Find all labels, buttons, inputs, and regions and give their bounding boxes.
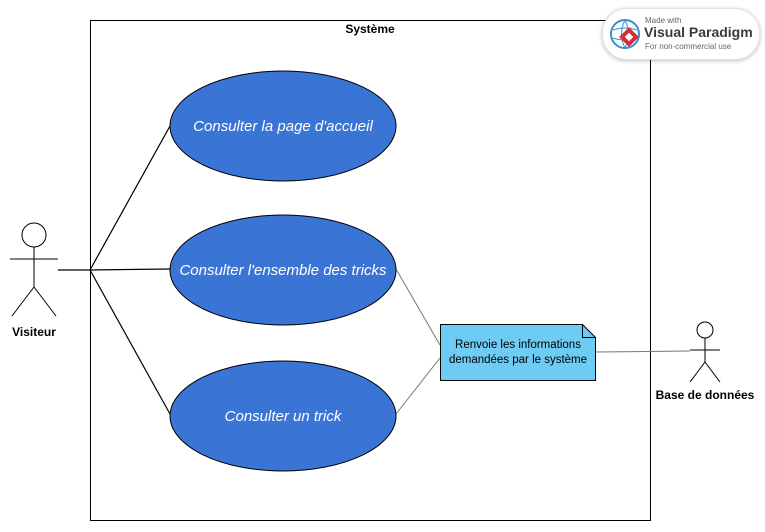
use-case-ensemble[interactable] bbox=[169, 214, 397, 326]
use-case-trick-label: Consulter un trick bbox=[225, 408, 343, 425]
association-visitor-trick bbox=[89, 269, 171, 415]
note-anchor-database bbox=[594, 350, 691, 353]
use-case-ensemble-label: Consulter l'ensemble des tricks bbox=[179, 262, 387, 279]
use-case-accueil-label: Consulter la page d'accueil bbox=[193, 118, 373, 135]
note-anchor-trick bbox=[395, 357, 441, 415]
visual-paradigm-watermark: Made with Visual Paradigm For non-commer… bbox=[602, 8, 760, 60]
actor-database[interactable] bbox=[689, 321, 721, 383]
actor-visitor[interactable] bbox=[10, 222, 58, 317]
association-visitor-ensemble bbox=[89, 268, 171, 271]
association-visitor-accueil bbox=[89, 125, 171, 271]
note-line-1: Renvoie les informations bbox=[455, 339, 581, 351]
actor-database-label: Base de données bbox=[656, 388, 755, 402]
watermark-made-with: Made with bbox=[645, 16, 682, 25]
watermark-brand: Visual Paradigm bbox=[644, 24, 753, 40]
system-title: Système bbox=[345, 22, 395, 36]
note-line-2: demandées par le système bbox=[449, 354, 587, 366]
note-fold bbox=[582, 324, 596, 338]
visual-paradigm-logo-icon bbox=[610, 19, 640, 49]
use-case-trick[interactable] bbox=[169, 360, 397, 472]
note-anchor-ensemble bbox=[395, 268, 441, 346]
use-case-accueil[interactable] bbox=[169, 70, 397, 182]
actor-visitor-label: Visiteur bbox=[12, 325, 56, 339]
note-box[interactable] bbox=[440, 324, 596, 381]
watermark-license: For non-commercial use bbox=[645, 42, 732, 51]
